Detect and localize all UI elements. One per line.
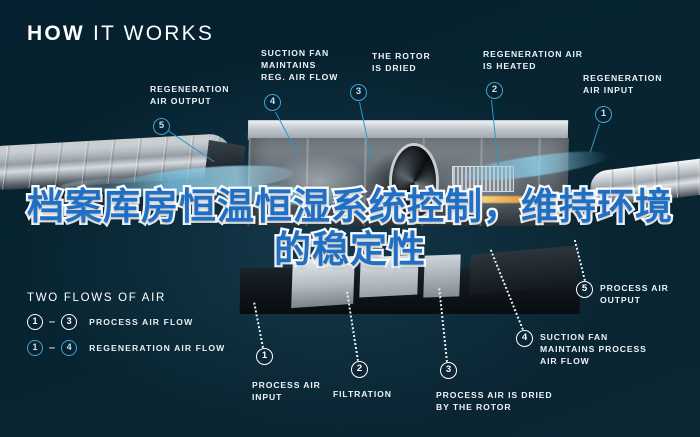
legend-badge-to: 4 (61, 340, 78, 356)
callout-regeneration-air-input[interactable]: 1 (595, 106, 612, 123)
legend-row-regeneration: 1 – 4 REGENERATION AIR FLOW (27, 340, 225, 356)
callout-badge: 2 (486, 82, 503, 99)
callout-badge: 1 (256, 348, 273, 365)
legend-label: REGENERATION AIR FLOW (89, 343, 226, 353)
callout-label: SUCTION FAN MAINTAINS PROCESS AIR FLOW (540, 332, 647, 366)
legend: TWO FLOWS OF AIR 1 – 3 PROCESS AIR FLOW … (27, 292, 225, 356)
legend-title: TWO FLOWS OF AIR (27, 292, 167, 304)
legend-dash: – (49, 342, 56, 354)
heater-element (440, 196, 532, 203)
callout-regeneration-heated[interactable]: 2 (486, 82, 503, 99)
callout-filtration[interactable]: 2 (351, 361, 368, 378)
callout-process-air-input[interactable]: 1 (256, 348, 273, 365)
page-title-light: IT WORKS (92, 22, 215, 45)
page-title-bold: HOW (27, 22, 85, 45)
callout-badge: 5 (576, 281, 593, 298)
callout-process-air-output[interactable]: 5 (576, 281, 593, 298)
callout-badge: 4 (264, 94, 281, 111)
legend-badge-from: 1 (27, 340, 43, 356)
legend-dash: – (49, 316, 56, 328)
page-title: HOW IT WORKS (27, 22, 214, 46)
overlay-headline: 档案库房恒温恒湿系统控制，维持环境的稳定性 (25, 183, 675, 273)
callout-label: PROCESS AIR OUTPUT (600, 283, 669, 305)
callout-suction-fan-reg[interactable]: 4 (264, 94, 281, 111)
callout-badge: 4 (516, 330, 533, 347)
callout-process-air-dried[interactable]: 3 (440, 362, 457, 379)
callout-label: REGENERATION AIR INPUT (583, 73, 663, 95)
desiccant-rotor (392, 146, 436, 218)
legend-badge-to: 3 (61, 314, 78, 330)
callout-label: REGENERATION AIR IS HEATED (483, 49, 583, 71)
callout-label: THE ROTOR IS DRIED (372, 51, 431, 73)
callout-label: PROCESS AIR INPUT (252, 380, 321, 402)
callout-suction-fan-process[interactable]: 4 (516, 330, 533, 347)
callout-badge: 1 (595, 106, 612, 123)
callout-label: PROCESS AIR IS DRIED BY THE ROTOR (436, 390, 553, 412)
legend-label: PROCESS AIR FLOW (89, 317, 194, 327)
callout-badge: 5 (153, 118, 170, 135)
legend-badge-from: 1 (27, 314, 43, 330)
callout-label: SUCTION FAN MAINTAINS REG. AIR FLOW (261, 48, 339, 82)
callout-badge: 3 (350, 84, 367, 101)
unit-roof (247, 120, 569, 140)
callout-rotor-dried[interactable]: 3 (350, 84, 367, 101)
callout-regeneration-air-output[interactable]: 5 (153, 118, 170, 135)
legend-row-process: 1 – 3 PROCESS AIR FLOW (27, 314, 225, 330)
callout-label: REGENERATION AIR OUTPUT (150, 84, 230, 106)
callout-label: FILTRATION (333, 389, 392, 399)
callout-badge: 2 (351, 361, 368, 378)
callout-badge: 3 (440, 362, 457, 379)
